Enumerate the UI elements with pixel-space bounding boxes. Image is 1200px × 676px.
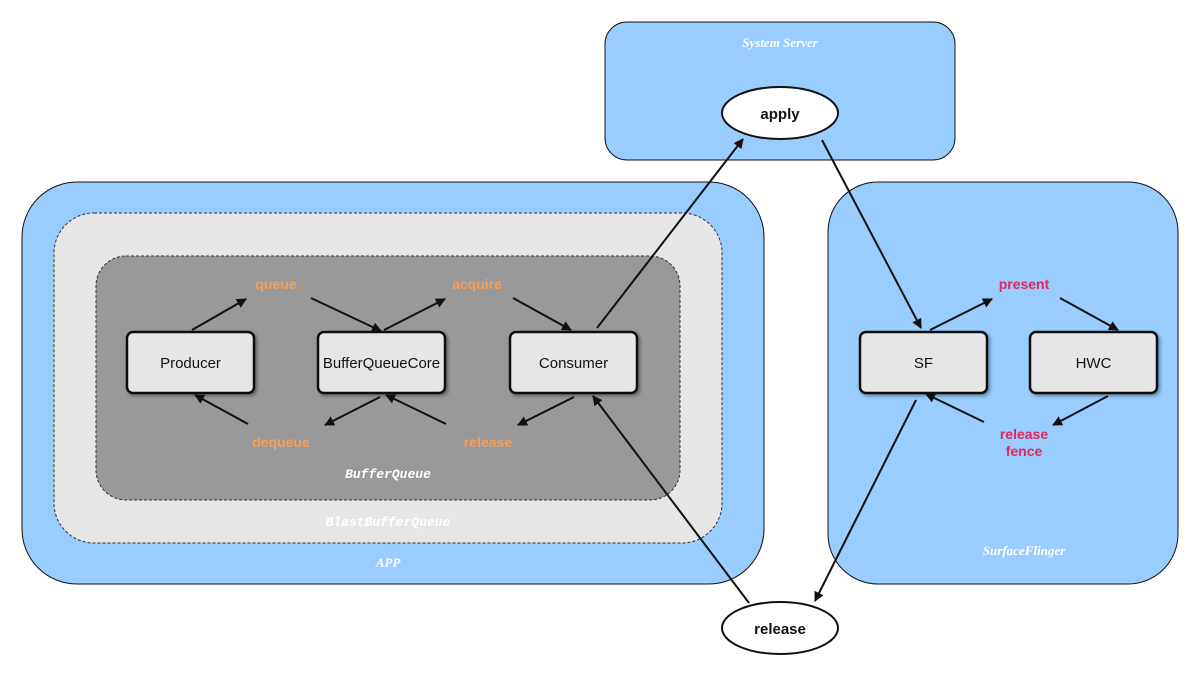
sf-node: SF: [858, 330, 989, 395]
release-label: release: [464, 434, 512, 450]
arrow-consumer-to-release: [517, 396, 575, 426]
arrow-release-fence-to-sf: [925, 393, 985, 423]
buffer-queue-core-label: BufferQueueCore: [323, 355, 440, 372]
surface-flinger-label: SurfaceFlinger: [983, 543, 1066, 558]
apply-node: apply: [721, 86, 839, 140]
arrow-present-to-hwc: [1059, 297, 1119, 331]
arrow-acquire-to-consumer: [512, 297, 572, 331]
buffer-queue-label: BufferQueue: [345, 467, 431, 482]
arrow-core-to-acquire: [383, 298, 446, 331]
release-ellipse-label: release: [754, 621, 806, 638]
producer-label: Producer: [160, 355, 221, 372]
surface-flinger-container: SurfaceFlinger: [827, 181, 1179, 585]
acquire-label: acquire: [452, 276, 502, 292]
release-node: release: [721, 601, 839, 655]
queue-label: queue: [255, 276, 296, 292]
release-fence-label-line1: release: [1000, 426, 1048, 442]
app-label: APP: [375, 555, 402, 570]
hwc-label: HWC: [1076, 355, 1112, 372]
arrow-hwc-to-release-fence: [1052, 395, 1109, 426]
dequeue-label: dequeue: [252, 434, 310, 450]
release-fence-label-line2: fence: [1006, 443, 1043, 459]
arrow-apply-to-sf: [821, 139, 922, 329]
arrow-release-to-consumer: [592, 395, 750, 604]
arrow-core-to-dequeue: [324, 396, 381, 426]
arrow-dequeue-to-producer: [194, 394, 249, 425]
buffer-queue-core-node: BufferQueueCore: [316, 330, 447, 395]
apply-label: apply: [760, 106, 800, 123]
producer-node: Producer: [125, 330, 256, 395]
consumer-node: Consumer: [508, 330, 639, 395]
arrow-producer-to-queue: [191, 298, 247, 331]
blast-buffer-queue-label: BlastBufferQueue: [326, 515, 451, 530]
consumer-label: Consumer: [539, 355, 608, 372]
sf-label: SF: [914, 355, 933, 372]
arrow-release-to-core: [385, 394, 447, 425]
hwc-node: HWC: [1028, 330, 1159, 395]
arrow-sf-to-release: [814, 399, 917, 602]
present-label: present: [999, 276, 1050, 292]
arrow-consumer-to-apply: [596, 138, 744, 329]
arrow-queue-to-core: [310, 297, 382, 332]
system-server-label: System Server: [742, 35, 818, 50]
arrow-sf-to-present: [929, 298, 993, 331]
